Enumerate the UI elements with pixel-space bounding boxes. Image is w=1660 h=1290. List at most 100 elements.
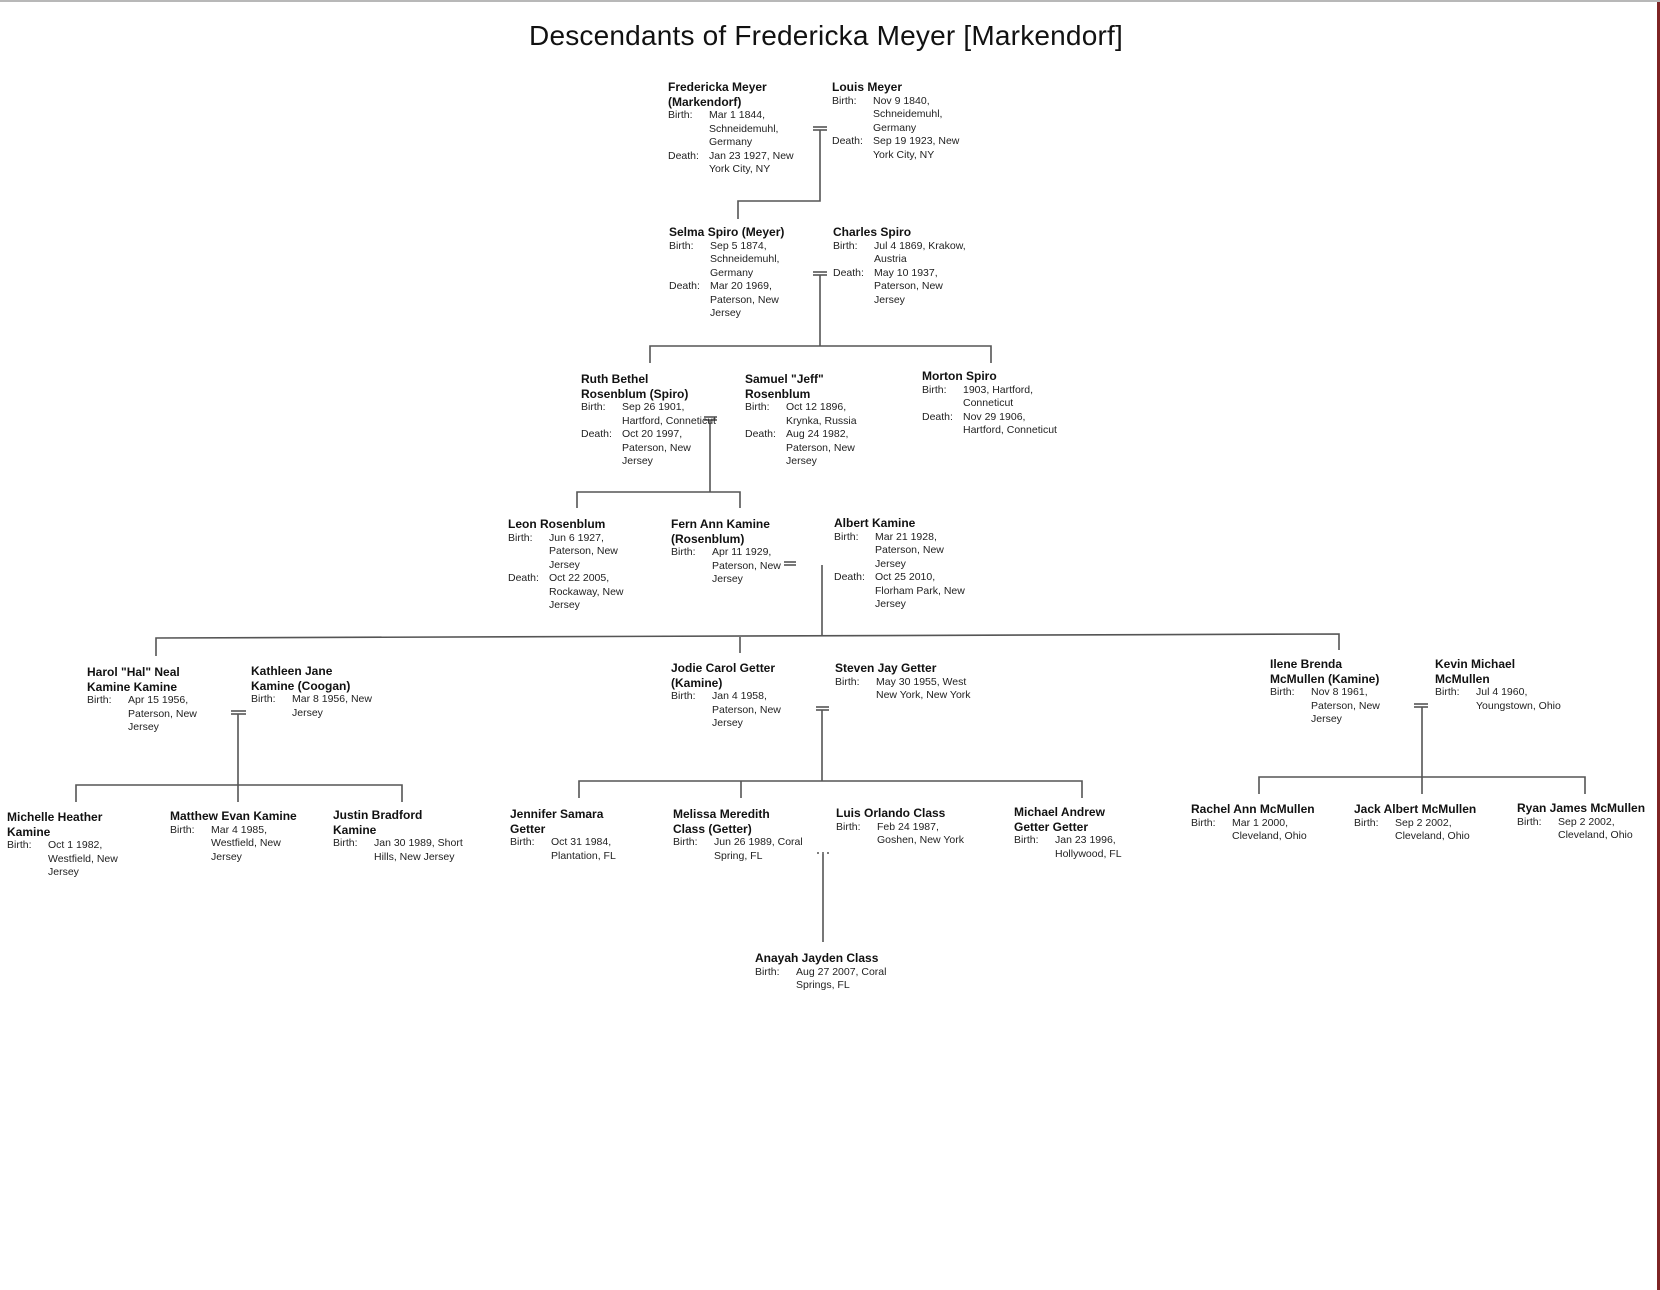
person-box[interactable]: Melissa Meredith Class (Getter)Birth:Jun… — [673, 807, 823, 863]
event-value: Oct 1 1982, Westfield, New Jersey — [48, 839, 118, 878]
event-label: Birth: — [508, 531, 533, 544]
top-border — [0, 0, 1660, 2]
person-box[interactable]: Selma Spiro (Meyer)Birth: Sep 5 1874, Sch… — [669, 225, 819, 321]
person-event: Death:Aug 24 1982, Paterson, New Jersey — [745, 428, 895, 469]
event-value: Jun 26 1989, Coral Spring, FL — [714, 836, 803, 862]
event-value: Sep 5 1874, Schneidemuhl, Germany — [710, 239, 780, 279]
person-name: Rachel Ann McMullen — [1191, 802, 1315, 816]
couple-connector-fern-albert — [155, 561, 1340, 656]
event-label: Birth: — [745, 401, 770, 413]
person-event: Birth: Nov 8 1961, Paterson, New Jersey — [1270, 686, 1420, 727]
event-value: Mar 20 1969, Paterson, New Jersey — [710, 280, 779, 319]
event-label: Birth: — [834, 530, 859, 543]
person-box[interactable]: Ruth Bethel Rosenblum (Spiro)Birth:Sep 2… — [581, 372, 731, 469]
person-event: Birth:Jun 6 1927, Paterson, New Jersey — [508, 532, 658, 573]
person-name: Jack Albert McMullen — [1354, 802, 1477, 816]
couple-connector-harol-kathleen — [75, 710, 403, 802]
couple-connector-selma-charles — [649, 271, 992, 363]
event-value: Nov 29 1906, Hartford, Conneticut — [963, 410, 1057, 437]
person-box[interactable]: Fredericka Meyer (Markendorf)Birth:Mar 1… — [668, 80, 818, 177]
event-value: Jan 23 1996, Hollywood, FL — [1055, 834, 1122, 860]
person-event: Birth:Sep 26 1901, Hartford, Conneticut — [581, 401, 731, 428]
event-label: Birth: — [87, 694, 112, 706]
event-label: Birth: — [1517, 815, 1542, 828]
couple-connector-ruth-samuel — [576, 416, 741, 508]
event-label: Death: — [745, 428, 776, 440]
event-label: Death: — [834, 571, 865, 583]
event-value: Oct 22 2005, Rockaway, New Jersey — [549, 572, 624, 611]
event-value: Oct 25 2010, Florham Park, New Jersey — [875, 571, 965, 610]
person-name: Fern Ann Kamine (Rosenblum) — [671, 517, 770, 546]
person-box[interactable]: Ilene Brenda McMullen (Kamine)Birth:Nov … — [1270, 657, 1420, 727]
event-label: Birth: — [922, 383, 947, 396]
event-value: May 10 1937, Paterson, New Jersey — [874, 266, 943, 306]
event-value: Mar 1 2000, Cleveland, Ohio — [1232, 816, 1307, 843]
event-label: Death: — [832, 135, 863, 147]
event-label: Birth: — [669, 239, 694, 252]
person-name: Samuel "Jeff" Rosenblum — [745, 372, 824, 401]
person-event: Birth: Sep 5 1874, Schneidemuhl, Germany — [669, 240, 819, 281]
event-label: Death: — [922, 410, 953, 423]
person-event: Birth:Apr 15 1956, Paterson, New Jersey — [87, 694, 237, 735]
person-event: Birth:Aug 27 2007, Coral Springs, FL — [755, 966, 905, 993]
person-name: Fredericka Meyer (Markendorf) — [668, 80, 767, 109]
person-event: Birth:Mar 21 1928, Paterson, New Jersey — [834, 531, 984, 572]
person-name: Louis Meyer — [832, 80, 903, 94]
person-box[interactable]: Kathleen Jane Kamine (Coogan)Birth:Mar 8… — [251, 664, 401, 720]
person-event: Death: Nov 29 1906, Hartford, Conneticut — [922, 411, 1072, 438]
event-value: Nov 8 1961, Paterson, New Jersey — [1311, 686, 1380, 725]
event-label: Birth: — [833, 239, 858, 252]
event-label: Birth: — [1014, 834, 1039, 846]
event-value: Jan 23 1927, New York City, NY — [709, 149, 794, 176]
person-event: Birth:Oct 31 1984, Plantation, FL — [510, 836, 660, 863]
person-name: Charles Spiro — [833, 225, 912, 239]
event-label: Birth: — [835, 675, 860, 688]
person-name: Luis Orlando Class — [836, 806, 946, 820]
person-event: Birth:Oct 1 1982, Westfield, New Jersey — [7, 839, 157, 880]
event-label: Death: — [508, 572, 539, 584]
person-name: Anayah Jayden Class — [755, 951, 879, 965]
event-value: Sep 2 2002, Cleveland, Ohio — [1395, 816, 1470, 843]
couple-connector-melissa-luis — [817, 852, 829, 942]
person-box[interactable]: Fern Ann Kamine (Rosenblum)Birth:Apr 11 … — [671, 517, 821, 587]
person-event: Death: Oct 22 2005, Rockaway, New Jersey — [508, 572, 658, 613]
person-name: Morton Spiro — [922, 369, 997, 383]
couple-connector-ilene-kevin — [1258, 703, 1586, 794]
event-label: Birth: — [581, 401, 606, 413]
event-value: Jul 4 1960, Youngstown, Ohio — [1476, 686, 1561, 712]
event-value: Oct 20 1997, Paterson, New Jersey — [622, 428, 691, 467]
event-label: Birth: — [1270, 686, 1295, 698]
person-name: Jodie Carol Getter (Kamine) — [671, 661, 776, 690]
person-name: Kevin Michael McMullen — [1435, 657, 1516, 686]
event-label: Death: — [668, 149, 699, 162]
person-event: Death:May 10 1937, Paterson, New Jersey — [833, 267, 983, 308]
person-name: Selma Spiro (Meyer) — [669, 225, 785, 239]
person-box[interactable]: Jodie Carol Getter (Kamine)Birth:Jan 4 1… — [671, 661, 821, 731]
event-value: Jan 4 1958, Paterson, New Jersey — [712, 690, 781, 729]
couple-connector-jodie-steven — [578, 706, 1083, 798]
person-event: Birth:Mar 4 1985, Westfield, New Jersey — [170, 824, 320, 865]
person-event: Death: Jan 23 1927, New York City, NY — [668, 150, 818, 177]
event-value: Nov 9 1840, Schneidemuhl, Germany — [873, 94, 943, 134]
event-label: Birth: — [671, 546, 696, 558]
